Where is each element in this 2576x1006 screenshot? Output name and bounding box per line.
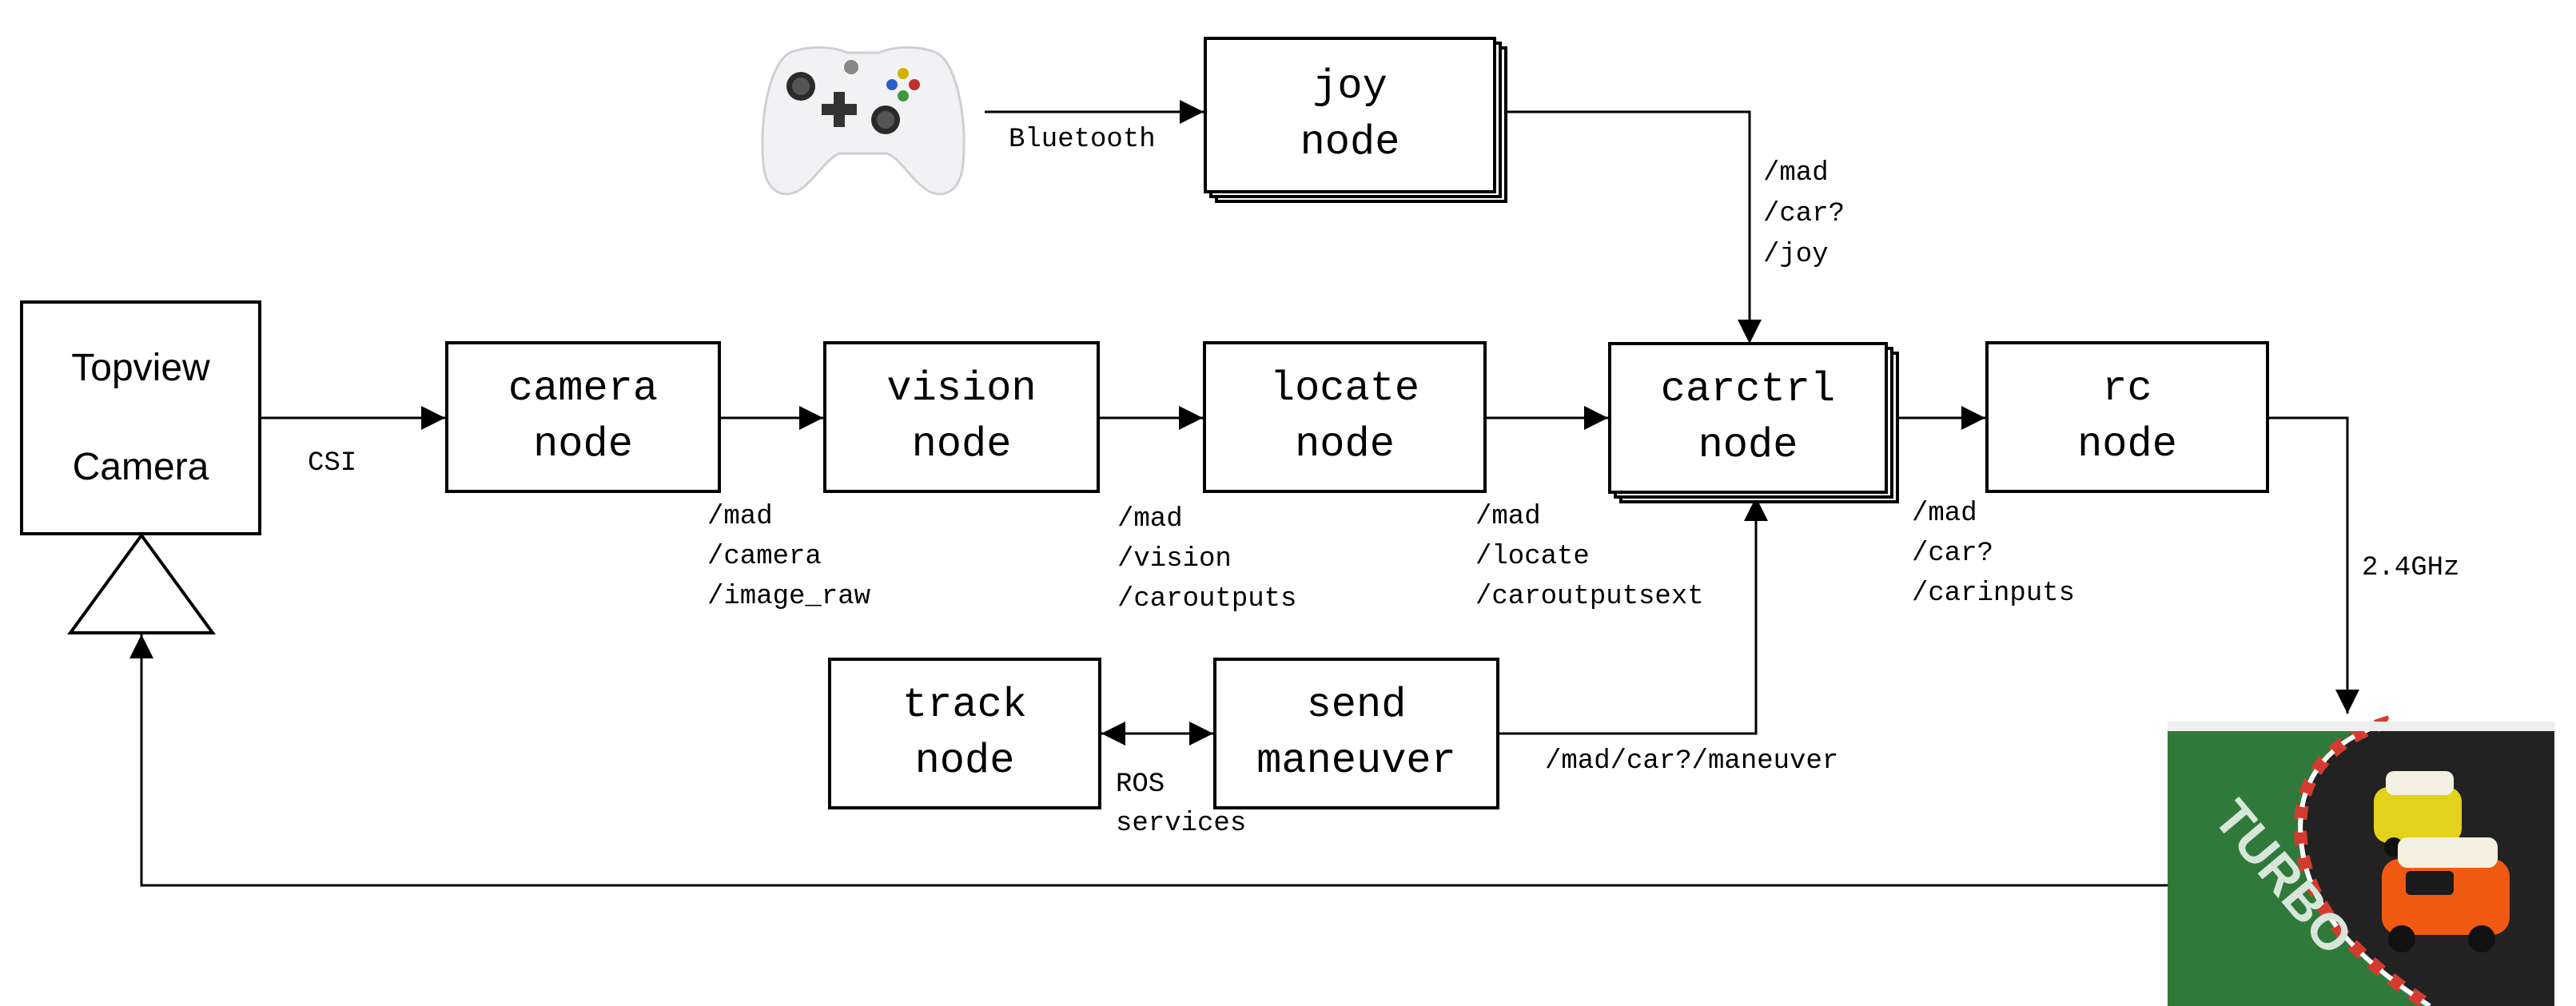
vision-topic-line: /mad	[1117, 504, 1183, 535]
services-label: services	[1116, 809, 1247, 839]
maneuver-to-carctrl-arrow	[1499, 497, 1768, 735]
joy-topic-line: /car?	[1763, 199, 1845, 229]
track-node-subtitle: node	[914, 738, 1015, 785]
camera-node-title: camera	[508, 365, 659, 412]
rc-topic-line: /mad	[1912, 499, 1977, 529]
carctrl-node: carctrl node	[1608, 342, 1888, 494]
camera-triangle-icon	[67, 532, 216, 634]
track-node-title: track	[902, 682, 1028, 729]
rc-topic-line: /carinputs	[1912, 579, 2076, 609]
topview-label: Topview	[71, 347, 210, 389]
locate-node-subtitle: node	[1295, 421, 1395, 468]
locate-node: locate node	[1203, 341, 1487, 493]
rc-node-subtitle: node	[2077, 421, 2177, 468]
camera-label: Camera	[72, 446, 209, 488]
locate-topic-line: /mad	[1475, 502, 1541, 532]
track-node: track node	[828, 658, 1101, 809]
maneuver-topic-label: /mad/car?/maneuver	[1545, 746, 1839, 777]
feedback-loop-arrow	[129, 634, 2168, 887]
carctrl-node-title: carctrl	[1660, 366, 1836, 413]
locate-node-title: locate	[1269, 365, 1420, 412]
vision-topic-line: /caroutputs	[1117, 584, 1297, 614]
rc-topic-line: /car?	[1912, 539, 1994, 569]
orange-car	[2382, 837, 2510, 952]
camera-topic-line: /camera	[707, 542, 822, 572]
rc-node-title: rc	[2102, 365, 2152, 412]
csi-label: CSI	[308, 448, 357, 479]
joy-node-subtitle: node	[1300, 119, 1400, 166]
send-maneuver-node: send maneuver	[1213, 658, 1499, 809]
frequency-label: 2.4GHz	[2362, 553, 2460, 583]
game-controller-image	[761, 46, 966, 196]
vision-node-subtitle: node	[911, 421, 1012, 468]
carctrl-node-subtitle: node	[1698, 422, 1798, 469]
joy-node: joy node	[1204, 37, 1496, 193]
topview-camera-box: Topview Camera	[20, 300, 261, 535]
vision-node-title: vision	[886, 365, 1037, 412]
race-track-image: TURBO	[2168, 715, 2554, 1006]
joy-to-carctrl-arrow	[1507, 110, 1762, 344]
joy-topic-line: /joy	[1763, 240, 1829, 270]
vision-topic-line: /vision	[1117, 544, 1232, 575]
camera-topic-line: /mad	[707, 502, 773, 532]
bluetooth-label: Bluetooth	[1009, 125, 1156, 155]
rc-to-cars-arrow	[2269, 416, 2359, 714]
rc-node: rc node	[1985, 341, 2269, 493]
send-node-subtitle: maneuver	[1256, 738, 1456, 785]
camera-node-subtitle: node	[533, 421, 633, 468]
send-node-title: send	[1306, 682, 1407, 729]
locate-topic-line: /caroutputsext	[1475, 582, 1704, 612]
vision-node: vision node	[823, 341, 1100, 493]
ros-label: ROS	[1116, 769, 1165, 800]
locate-topic-line: /locate	[1475, 542, 1590, 572]
camera-topic-line: /image_raw	[707, 582, 871, 612]
joy-node-title: joy	[1312, 63, 1388, 110]
camera-node: camera node	[445, 341, 721, 493]
joy-topic-line: /mad	[1763, 158, 1829, 189]
